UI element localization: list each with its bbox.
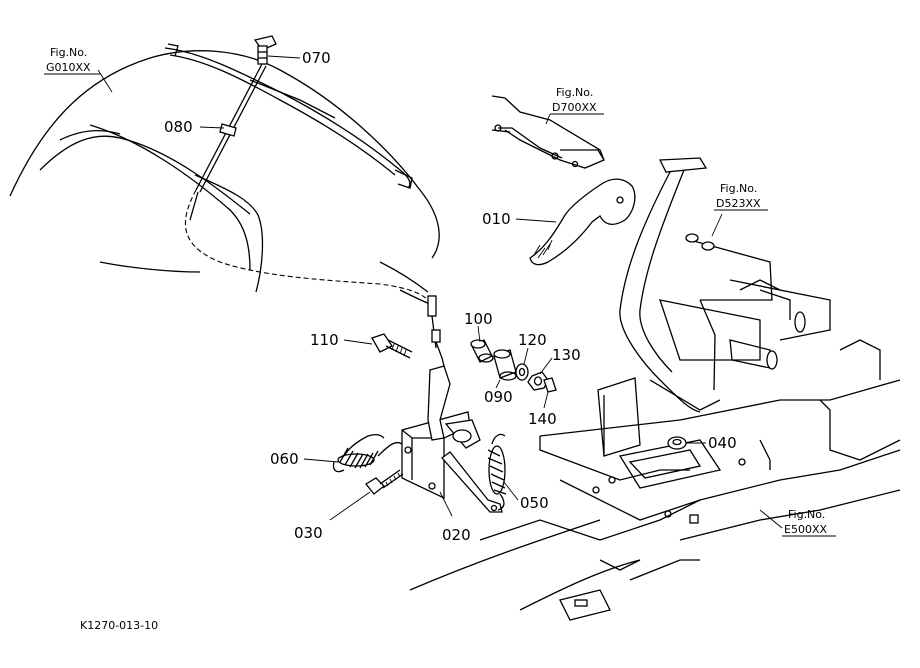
part-label-100: 100 [464, 310, 493, 328]
bolt-030 [365, 469, 404, 495]
leader-100 [477, 325, 481, 343]
figref-d700-line1: Fig.No. [556, 86, 593, 99]
bolt-110 [371, 333, 413, 359]
part-label-110: 110 [310, 331, 339, 349]
part-label-010: 010 [482, 210, 511, 228]
leader-070 [267, 55, 301, 59]
drawing-id: K1270-013-10 [80, 619, 158, 632]
leader-020 [439, 491, 453, 517]
part-label-040: 040 [708, 434, 737, 452]
figref-d523: Fig.No. D523XX [714, 182, 768, 211]
leader-030 [329, 491, 371, 521]
leader-060 [303, 458, 339, 463]
figref-d523-line1: Fig.No. [720, 182, 757, 195]
part-label-090: 090 [484, 388, 513, 406]
leader-e500 [759, 509, 783, 529]
part-label-070: 070 [302, 49, 331, 67]
figref-d523-line2: D523XX [716, 197, 761, 210]
part-label-120: 120 [518, 331, 547, 349]
part-label-030: 030 [294, 524, 323, 542]
leader-080 [199, 126, 225, 129]
cable-end-fitting [427, 295, 445, 367]
figref-g010-line1: Fig.No. [50, 46, 87, 59]
part-label-140: 140 [528, 410, 557, 428]
figref-d700: Fig.No. D700XX [545, 86, 604, 125]
leader-110 [343, 339, 373, 345]
washer-120 [515, 363, 529, 381]
leader-120 [523, 347, 529, 365]
part-label-050: 050 [520, 494, 549, 512]
pin-140 [543, 377, 557, 393]
pedal-frame-d523 [619, 157, 831, 413]
part-label-080: 080 [164, 118, 193, 136]
bracket-d700 [491, 95, 605, 169]
figref-e500-line2: E500XX [784, 523, 827, 536]
part-label-130: 130 [552, 346, 581, 364]
figref-e500: Fig.No. E500XX [782, 508, 836, 537]
nut-040 [667, 436, 687, 450]
chassis-frame-e500 [409, 339, 901, 621]
part-label-060: 060 [270, 450, 299, 468]
throttle-knob [253, 35, 277, 65]
part-label-020: 020 [442, 526, 471, 544]
figref-g010: Fig.No. G010XX [44, 46, 100, 75]
throttle-cable [189, 63, 267, 221]
figref-d700-line2: D700XX [552, 101, 597, 114]
leader-010 [515, 218, 557, 223]
leader-130 [539, 357, 553, 375]
figref-g010-line2: G010XX [46, 61, 91, 74]
figref-e500-line1: Fig.No. [788, 508, 825, 521]
leader-d523 [711, 213, 723, 237]
bushing-090 [493, 349, 517, 381]
hood-assembly [9, 43, 440, 305]
bracket-020 [401, 365, 503, 513]
collar-100 [470, 339, 494, 363]
leader-050 [503, 481, 519, 501]
spring-060 [332, 434, 403, 473]
lever-010 [529, 178, 636, 266]
throttle-cable-path [184, 189, 433, 305]
leader-140 [543, 391, 549, 409]
leader-g010 [97, 69, 113, 93]
spring-050 [487, 433, 507, 511]
leader-090 [495, 379, 501, 389]
